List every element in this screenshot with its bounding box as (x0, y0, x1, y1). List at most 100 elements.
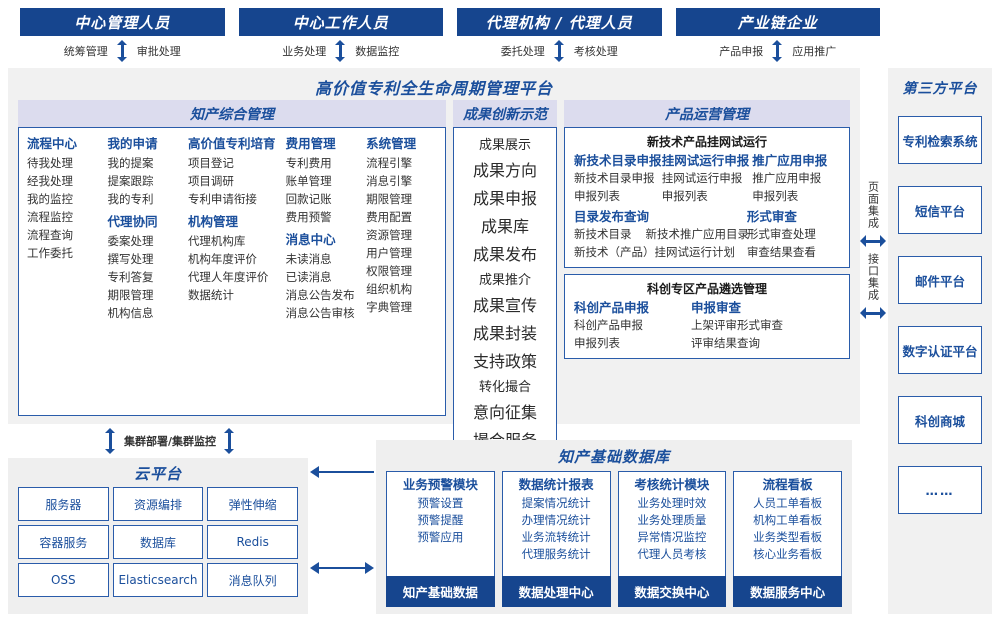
menu-item[interactable]: 专利申请衔接 (187, 192, 257, 206)
module-item[interactable]: 预警设置 (417, 496, 464, 510)
database-footer[interactable]: 知产基础数据 (386, 576, 495, 607)
menu-item[interactable]: 新技术（产品）挂网试运行计划 (574, 245, 735, 259)
menu-item[interactable]: 专利答复 (107, 270, 154, 284)
menu-item[interactable]: 流程引擎 (366, 156, 413, 170)
module-item[interactable]: 业务处理时效 (637, 496, 707, 510)
menu-item[interactable]: 权限管理 (366, 264, 413, 278)
module-item[interactable]: 办理情况统计 (521, 513, 591, 527)
menu-item[interactable]: 意向征集 (472, 403, 537, 422)
database-footer[interactable]: 数据处理中心 (501, 576, 611, 607)
module-item[interactable]: 业务流转统计 (521, 530, 591, 544)
menu-item[interactable]: 评审结果查询 (691, 336, 761, 350)
menu-item[interactable]: 资源管理 (366, 228, 413, 242)
menu-item[interactable]: 新技术推广应用目录 (645, 227, 750, 241)
third-party-item-4[interactable]: 科创商城 (898, 396, 982, 444)
menu-item[interactable]: 回款记账 (285, 192, 332, 206)
menu-item[interactable]: 我的监控 (27, 192, 73, 206)
menu-item[interactable]: 审查结果查看 (746, 245, 816, 259)
menu-item[interactable]: 挂网试运行申报 (661, 171, 743, 185)
menu-item[interactable]: 代理人年度评价 (187, 270, 269, 284)
menu-item[interactable]: 流程查询 (27, 228, 73, 242)
cloud-cell-0[interactable]: 服务器 (18, 487, 109, 521)
menu-item[interactable]: 经我处理 (27, 174, 73, 188)
menu-item[interactable]: 新技术目录申报 (574, 171, 655, 185)
menu-item[interactable]: 消息公告发布 (285, 288, 355, 302)
menu-item[interactable]: 组织机构 (366, 282, 413, 296)
module-item[interactable]: 预警提醒 (417, 513, 464, 527)
database-footer[interactable]: 数据交换中心 (617, 576, 727, 607)
menu-item[interactable]: 形式审查处理 (746, 227, 816, 241)
menu-item[interactable]: 支持政策 (472, 352, 537, 371)
menu-item[interactable]: 期限管理 (366, 192, 413, 206)
cloud-cell-1[interactable]: 资源编排 (112, 487, 204, 521)
third-party-item-2[interactable]: 邮件平台 (898, 256, 982, 304)
third-party-item-0[interactable]: 专利检索系统 (898, 116, 982, 164)
third-party-item-3[interactable]: 数字认证平台 (898, 326, 982, 374)
menu-item[interactable]: 项目调研 (187, 174, 234, 188)
menu-item[interactable]: 提案跟踪 (107, 174, 154, 188)
menu-item[interactable]: 我的专利 (107, 192, 154, 206)
menu-item[interactable]: 上架评审形式审查 (691, 318, 784, 332)
card-columns: 新技术目录申报新技术目录申报申报列表挂网试运行申报挂网试运行申报申报列表推广应用… (574, 153, 840, 205)
role-actions: 产品申报应用推广 (676, 36, 881, 66)
cloud-cell-7[interactable]: Elasticsearch (112, 563, 204, 597)
menu-item[interactable]: 消息公告审核 (285, 306, 355, 320)
menu-item[interactable]: 账单管理 (285, 174, 332, 188)
cloud-cell-2[interactable]: 弹性伸缩 (207, 487, 298, 521)
menu-item[interactable]: 申报列表 (661, 189, 708, 203)
menu-item[interactable]: 成果申报 (472, 189, 537, 208)
menu-item[interactable]: 期限管理 (107, 288, 154, 302)
cloud-cell-5[interactable]: Redis (207, 525, 298, 559)
menu-item[interactable]: 机构年度评价 (187, 252, 257, 266)
role-action-left: 统筹管理 (63, 45, 108, 58)
menu-item[interactable]: 未读消息 (285, 252, 332, 266)
module-item[interactable]: 业务处理质量 (637, 513, 707, 527)
module-item[interactable]: 提案情况统计 (521, 496, 591, 510)
menu-item[interactable]: 撰写处理 (107, 252, 154, 266)
module-item[interactable]: 代理人员考核 (637, 547, 707, 561)
card-column-2: 推广应用申报推广应用申报申报列表 (752, 153, 840, 205)
menu-item[interactable]: 工作委托 (27, 246, 73, 260)
card-column-0: 新技术目录申报新技术目录申报申报列表 (574, 153, 662, 205)
menu-item[interactable]: 新技术目录 (574, 227, 632, 241)
cloud-cell-8[interactable]: 消息队列 (207, 563, 298, 597)
menu-item[interactable]: 待我处理 (27, 156, 73, 170)
menu-item[interactable]: 费用预警 (285, 210, 332, 224)
menu-item[interactable]: 申报列表 (574, 336, 620, 350)
database-footer[interactable]: 数据服务中心 (733, 576, 842, 607)
module-item[interactable]: 预警应用 (417, 530, 464, 544)
third-party-item-5[interactable]: …… (898, 466, 982, 514)
module-item[interactable]: 业务类型看板 (753, 530, 823, 544)
menu-item[interactable]: 成果库 (480, 217, 529, 236)
menu-item[interactable]: 代理机构库 (187, 234, 246, 248)
menu-item[interactable]: 机构信息 (107, 306, 154, 320)
module-item[interactable]: 代理服务统计 (521, 547, 591, 561)
cloud-cell-3[interactable]: 容器服务 (18, 525, 109, 559)
menu-item[interactable]: 消息引擎 (366, 174, 413, 188)
cloud-cell-6[interactable]: OSS (18, 563, 109, 597)
module-item[interactable]: 人员工单看板 (753, 496, 823, 510)
menu-item[interactable]: 字典管理 (366, 300, 413, 314)
menu-item[interactable]: 流程监控 (27, 210, 73, 224)
module-item[interactable]: 机构工单看板 (753, 513, 823, 527)
menu-item[interactable]: 已读消息 (285, 270, 332, 284)
menu-item[interactable]: 我的提案 (107, 156, 154, 170)
menu-item[interactable]: 数据统计 (187, 288, 234, 302)
menu-item[interactable]: 成果宣传 (472, 296, 537, 315)
module-item[interactable]: 异常情况监控 (637, 530, 707, 544)
menu-item[interactable]: 专利费用 (285, 156, 332, 170)
menu-item[interactable]: 推广应用申报 (752, 171, 822, 185)
menu-item[interactable]: 成果封装 (472, 324, 537, 343)
menu-item[interactable]: 申报列表 (574, 189, 620, 203)
menu-item[interactable]: 委案处理 (107, 234, 154, 248)
menu-item[interactable]: 科创产品申报 (574, 318, 643, 332)
menu-item[interactable]: 费用配置 (366, 210, 413, 224)
menu-item[interactable]: 项目登记 (187, 156, 234, 170)
menu-item[interactable]: 用户管理 (366, 246, 413, 260)
third-party-item-1[interactable]: 短信平台 (898, 186, 982, 234)
menu-item[interactable]: 申报列表 (752, 189, 799, 203)
menu-item[interactable]: 成果方向 (472, 161, 537, 180)
menu-item[interactable]: 成果发布 (472, 245, 537, 264)
cloud-cell-4[interactable]: 数据库 (112, 525, 204, 559)
module-item[interactable]: 核心业务看板 (753, 547, 823, 561)
